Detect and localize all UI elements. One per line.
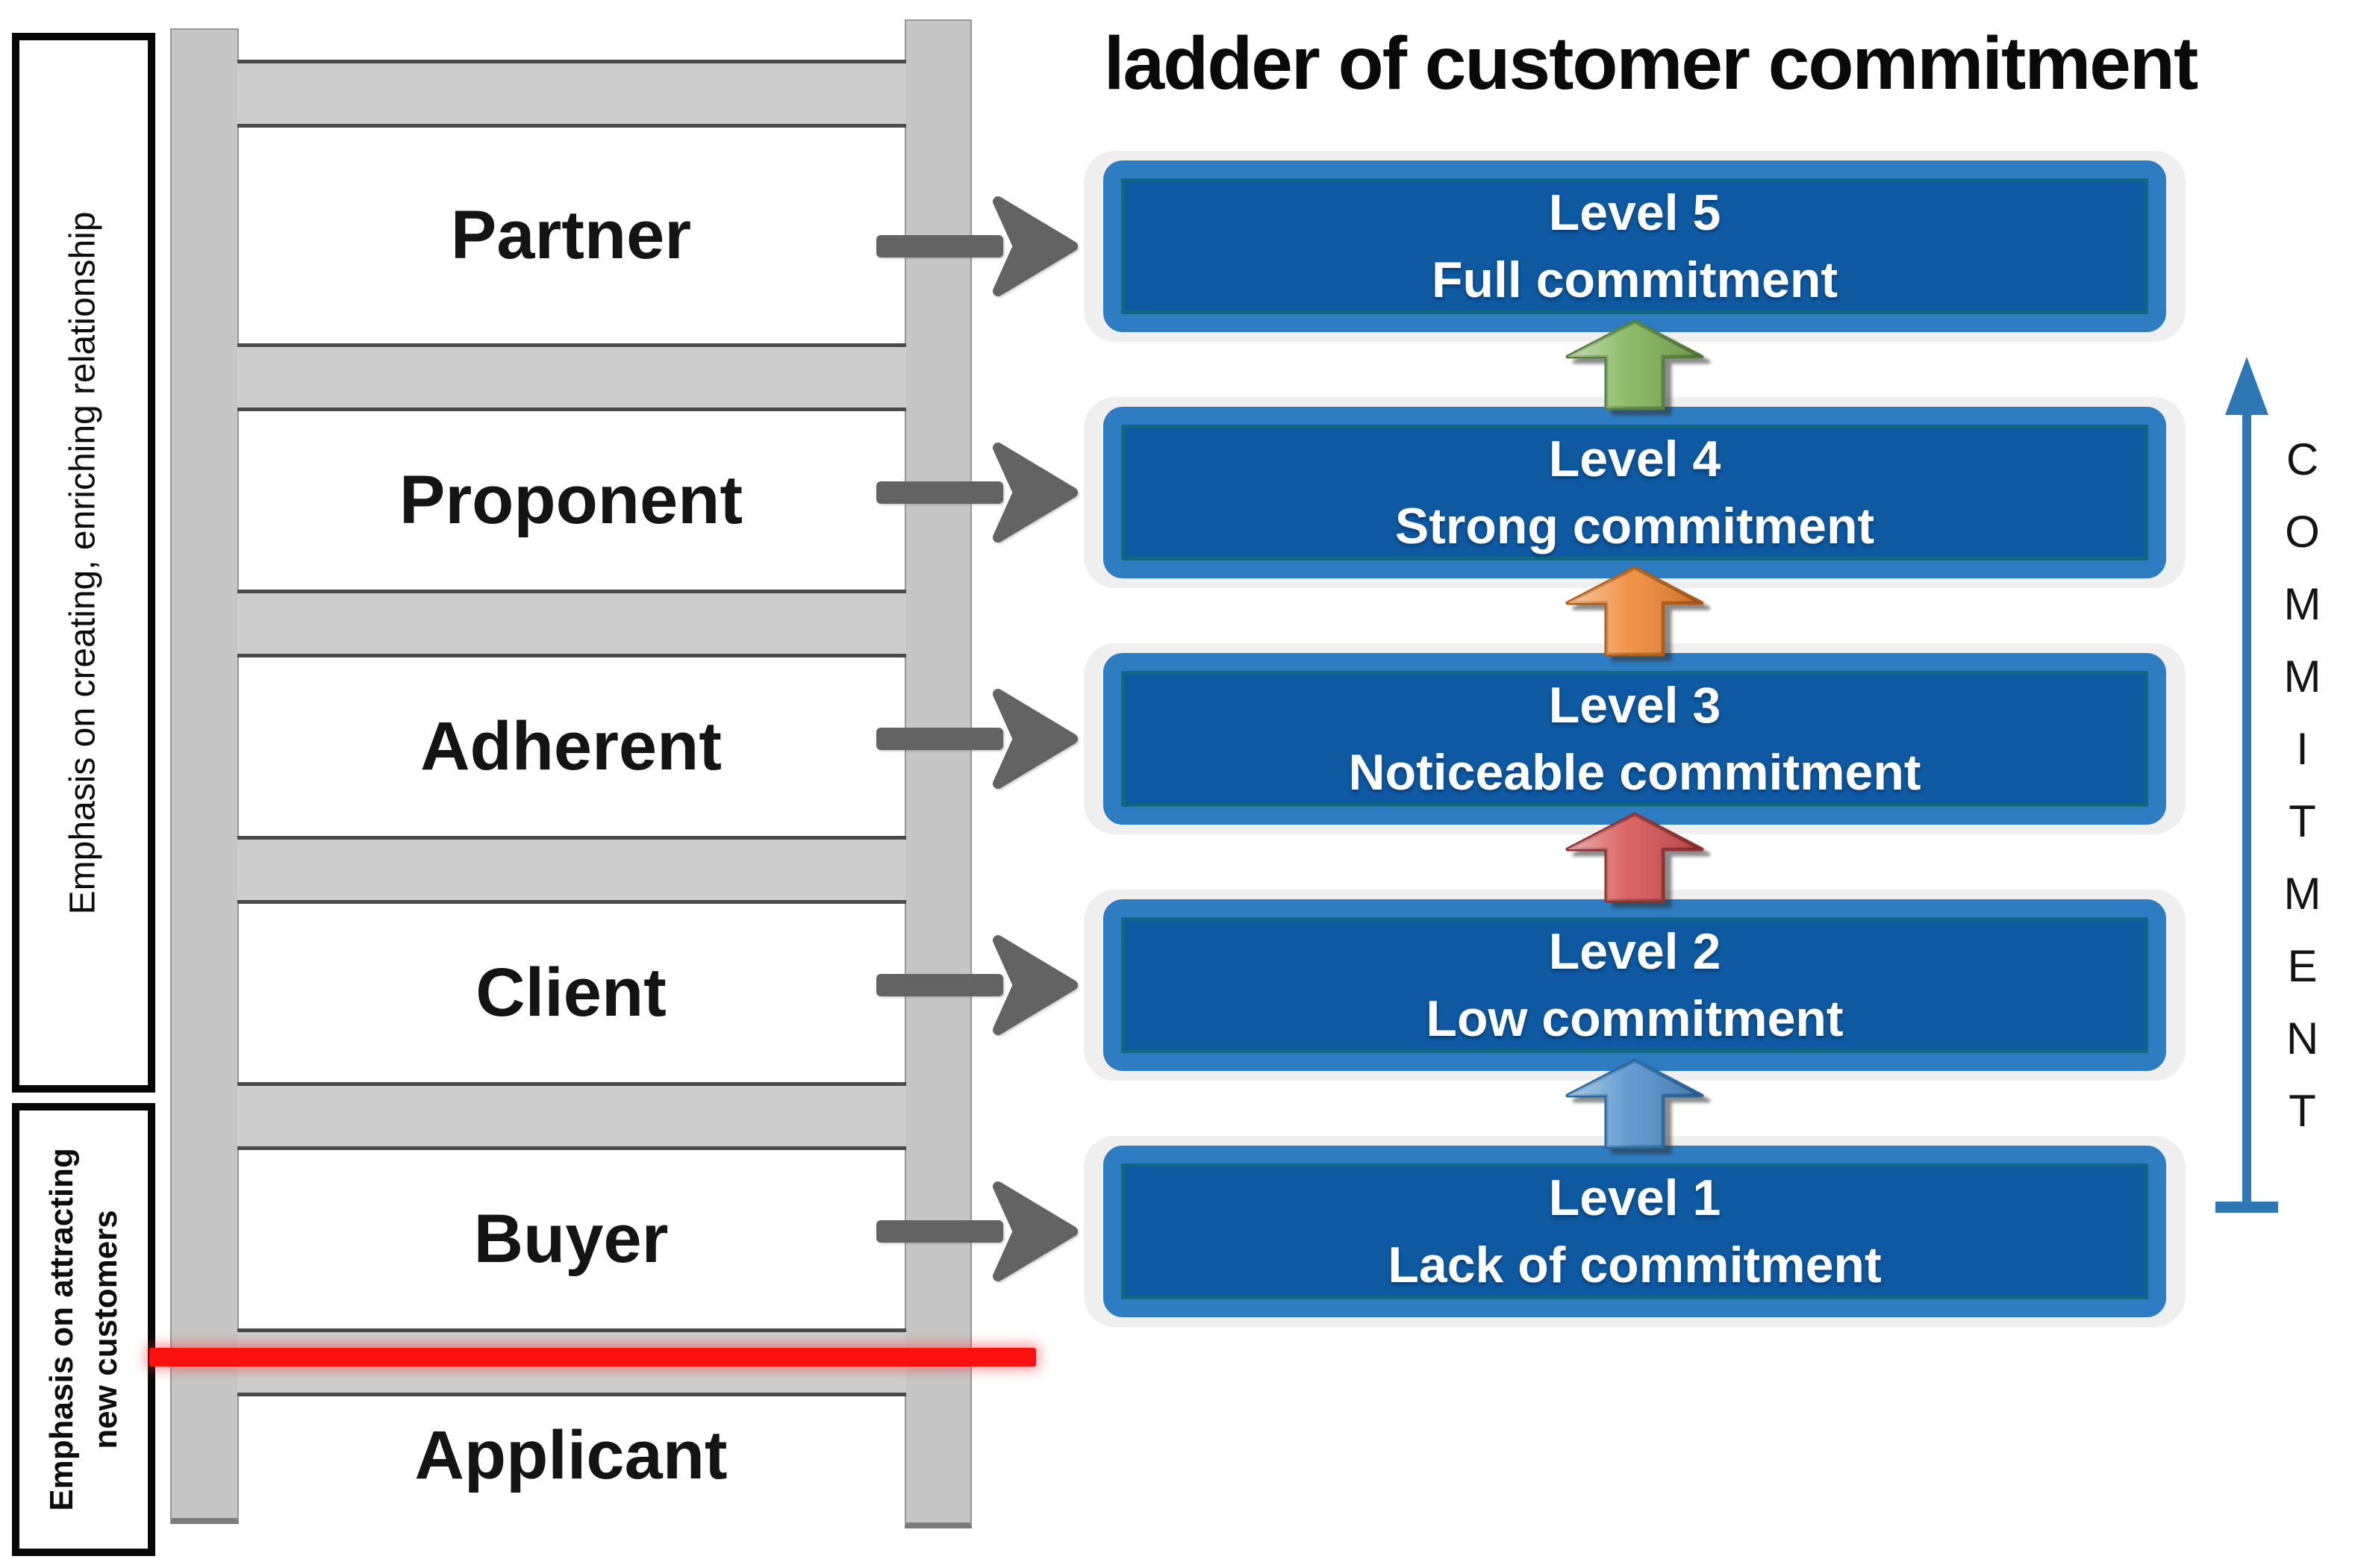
ladder-step-label-buyer: Buyer	[473, 1201, 669, 1277]
ladder-rung	[237, 1082, 906, 1150]
right-arrow-icon	[876, 689, 1078, 789]
level-title: Level 2	[1548, 923, 1721, 980]
ladder-rung	[237, 836, 906, 904]
right-arrow-icon	[876, 1181, 1078, 1281]
diagram-title: ladder of customer commitment	[1103, 22, 2199, 105]
emphasis-attracting-line1: Emphasis on attracting	[43, 1148, 80, 1511]
right-arrow-icon	[876, 196, 1078, 296]
ladder-right-rail	[905, 19, 972, 1528]
level-title: Level 3	[1548, 677, 1721, 734]
up-arrow-icon-orange	[1565, 566, 1704, 657]
emphasis-attracting-box: Emphasis on attracting new customers	[12, 1103, 155, 1556]
level-box-3: Level 3 Noticeable commitment	[1103, 653, 2166, 825]
ladder-rung	[237, 60, 906, 128]
emphasis-attracting-line2: new customers	[87, 1210, 125, 1449]
level-box-4: Level 4 Strong commitment	[1103, 407, 2166, 578]
level-box-5: Level 5 Full commitment	[1103, 160, 2166, 332]
commitment-axis-arrow-icon	[2215, 357, 2278, 1213]
emphasis-attracting-label: Emphasis on attracting new customers	[40, 1148, 128, 1511]
ladder-step-label-adherent: Adherent	[420, 708, 722, 784]
level-box-1: Level 1 Lack of commitment	[1103, 1146, 2166, 1317]
level-subtitle: Full commitment	[1431, 252, 1838, 308]
level-box-2: Level 2 Low commitment	[1103, 899, 2166, 1071]
ladder-step-label-client: Client	[475, 955, 667, 1031]
right-arrow-icon	[876, 935, 1078, 1035]
up-arrow-icon-blue	[1565, 1058, 1704, 1149]
right-arrow-icon	[876, 443, 1078, 543]
level-title: Level 5	[1548, 184, 1721, 241]
ladder-step-label-applicant: Applicant	[414, 1417, 728, 1493]
emphasis-creating-label: Emphasis on creating, enriching relation…	[63, 211, 103, 914]
ladder-rung	[237, 590, 906, 658]
ladder-left-rail	[170, 28, 239, 1524]
level-subtitle: Noticeable commitment	[1348, 744, 1921, 801]
ladder-step-label-partner: Partner	[450, 197, 692, 273]
threshold-red-line	[149, 1348, 1036, 1366]
up-arrow-icon-green	[1565, 319, 1704, 410]
ladder-rung	[237, 343, 906, 411]
level-subtitle: Strong commitment	[1394, 498, 1875, 555]
ladder-step-label-proponent: Proponent	[399, 462, 743, 538]
commitment-axis-label: COMMITMENT	[2277, 434, 2327, 1158]
level-title: Level 1	[1548, 1169, 1721, 1226]
level-title: Level 4	[1548, 431, 1721, 487]
emphasis-creating-box: Emphasis on creating, enriching relation…	[12, 33, 155, 1093]
level-subtitle: Low commitment	[1426, 990, 1844, 1047]
level-subtitle: Lack of commitment	[1388, 1237, 1882, 1293]
up-arrow-icon-red	[1565, 812, 1704, 903]
